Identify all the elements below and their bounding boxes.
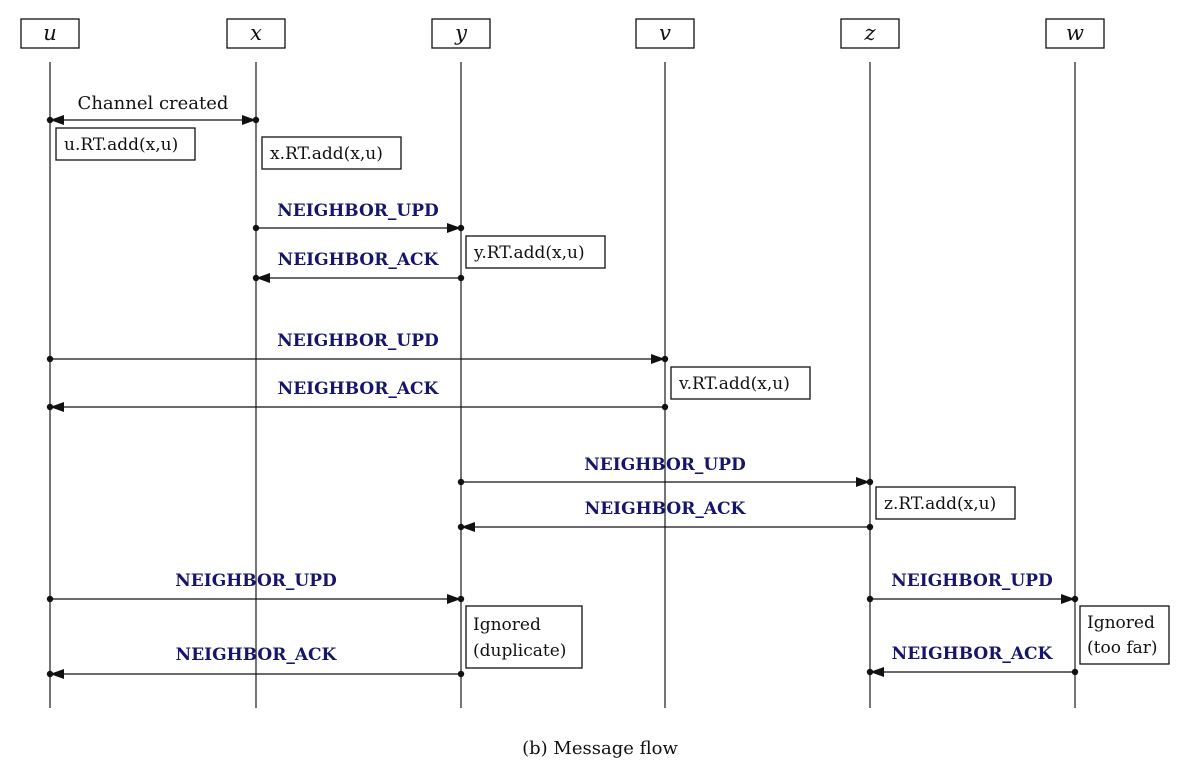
note-text-y-rt-add: y.RT.add(x,u) <box>473 243 585 263</box>
note-text-u-rt-add: u.RT.add(x,u) <box>64 135 178 155</box>
message-z-to-y-ack: NEIGHBOR_ACK <box>457 499 874 532</box>
message-label-y-x-ack: NEIGHBOR_ACK <box>278 250 440 270</box>
participant-label-x: x <box>250 21 262 45</box>
note-u-rt-add: u.RT.add(x,u) <box>55 127 196 161</box>
message-y-to-z-upd: NEIGHBOR_UPD <box>457 455 874 487</box>
message-u-to-v-upd: NEIGHBOR_UPD <box>46 331 669 364</box>
note-text-duplicate: (duplicate) <box>473 641 566 661</box>
message-label-u-y-upd: NEIGHBOR_UPD <box>175 571 337 591</box>
note-text-x-rt-add: x.RT.add(x,u) <box>270 144 383 164</box>
note-y-ignored-duplicate: Ignored (duplicate) <box>465 605 583 669</box>
message-label-z-y-ack: NEIGHBOR_ACK <box>585 499 747 519</box>
message-label-y-u-ack: NEIGHBOR_ACK <box>176 645 338 665</box>
message-label-x-y-upd: NEIGHBOR_UPD <box>277 201 439 221</box>
participant-label-u: u <box>43 21 57 45</box>
note-text-ignored-2: Ignored <box>1087 613 1155 633</box>
message-v-to-u-ack: NEIGHBOR_ACK <box>46 379 669 412</box>
message-w-to-z-ack: NEIGHBOR_ACK <box>866 644 1079 677</box>
note-text-ignored-1: Ignored <box>473 615 541 635</box>
message-label-w-z-ack: NEIGHBOR_ACK <box>892 644 1054 664</box>
message-label-z-w-upd: NEIGHBOR_UPD <box>891 571 1053 591</box>
message-u-to-y-upd: NEIGHBOR_UPD <box>46 571 465 604</box>
message-z-to-w-upd: NEIGHBOR_UPD <box>866 571 1079 604</box>
participant-y: y <box>431 18 491 49</box>
participant-u: u <box>20 18 80 49</box>
message-y-to-u-ack: NEIGHBOR_ACK <box>46 645 465 679</box>
message-x-to-y-upd: NEIGHBOR_UPD <box>252 201 465 233</box>
participant-x: x <box>226 18 286 49</box>
note-w-ignored-too-far: Ignored (too far) <box>1079 605 1170 665</box>
figure-caption: (b) Message flow <box>522 738 678 759</box>
participant-w: w <box>1045 18 1105 49</box>
note-v-rt-add: v.RT.add(x,u) <box>670 366 811 400</box>
message-label-u-v-upd: NEIGHBOR_UPD <box>277 331 439 351</box>
note-x-rt-add: x.RT.add(x,u) <box>261 136 402 170</box>
message-label-v-u-ack: NEIGHBOR_ACK <box>278 379 440 399</box>
note-text-v-rt-add: v.RT.add(x,u) <box>678 374 790 394</box>
message-y-to-x-ack: NEIGHBOR_ACK <box>252 250 465 283</box>
participant-label-w: w <box>1066 21 1084 45</box>
note-y-rt-add: y.RT.add(x,u) <box>465 235 606 269</box>
message-label-y-z-upd: NEIGHBOR_UPD <box>584 455 746 475</box>
note-z-rt-add: z.RT.add(x,u) <box>875 486 1016 520</box>
note-text-z-rt-add: z.RT.add(x,u) <box>884 494 996 514</box>
participant-label-y: y <box>454 21 468 45</box>
participant-label-z: z <box>863 21 876 45</box>
participant-label-v: v <box>659 21 671 45</box>
participant-z: z <box>840 18 900 49</box>
note-text-too-far: (too far) <box>1087 638 1158 658</box>
message-label-channel-created: Channel created <box>78 93 229 114</box>
message-channel-created: Channel created <box>46 93 260 125</box>
participant-v: v <box>635 18 695 49</box>
